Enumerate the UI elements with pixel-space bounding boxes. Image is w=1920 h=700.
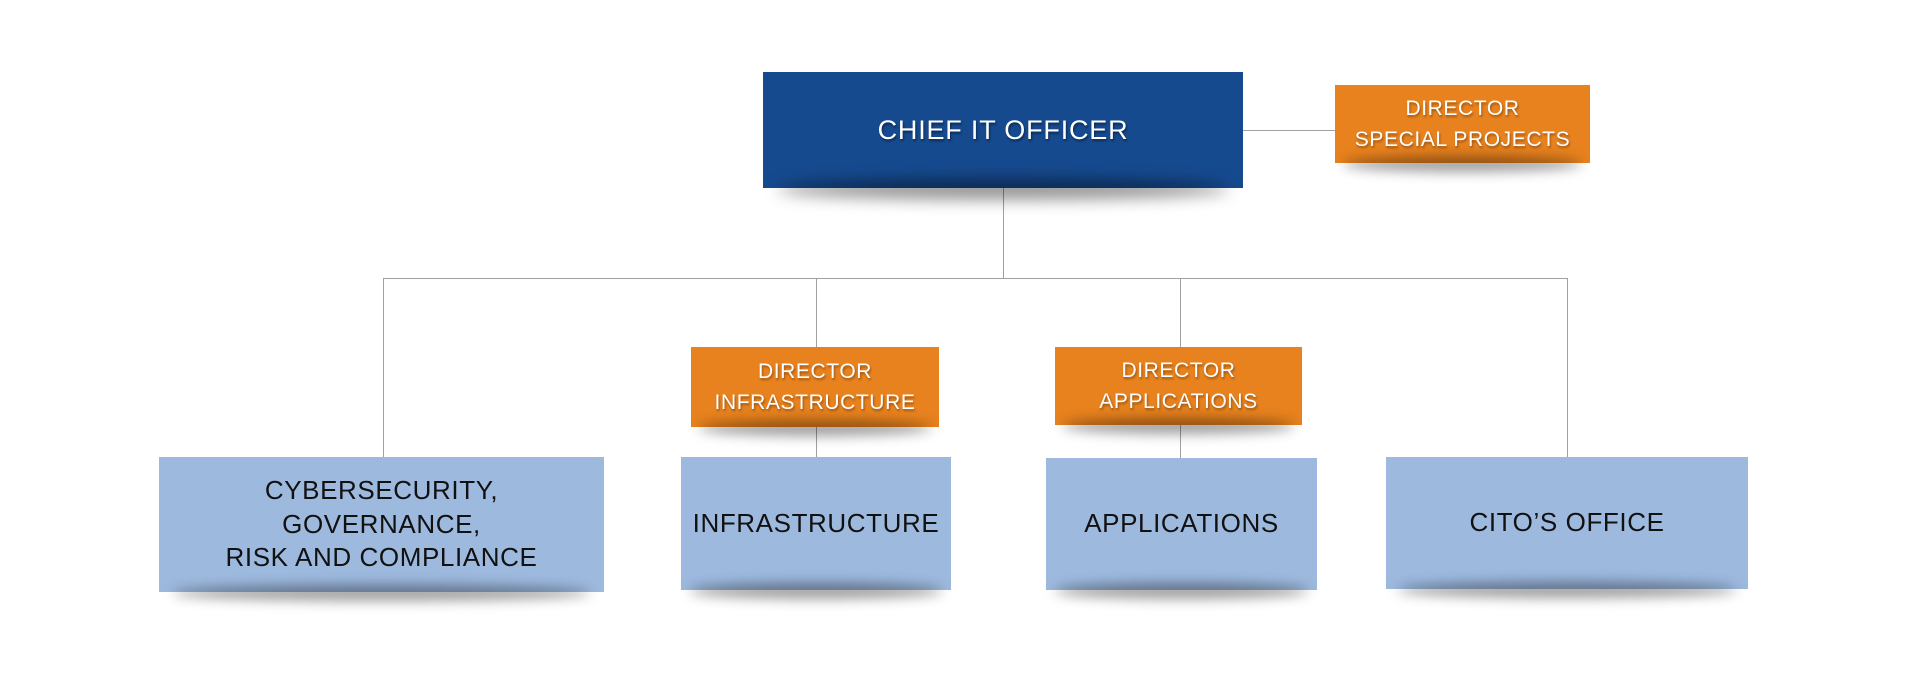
node-citos-office[interactable]: CITO’S OFFICE xyxy=(1386,457,1748,589)
node-applications[interactable]: APPLICATIONS xyxy=(1046,458,1317,590)
connector-horizontal-bar xyxy=(383,278,1568,279)
node-applications-label: APPLICATIONS xyxy=(1084,508,1279,539)
node-director-infrastructure[interactable]: DIRECTOR INFRASTRUCTURE xyxy=(691,347,939,427)
node-chief-it-officer[interactable]: CHIEF IT OFFICER xyxy=(763,72,1243,188)
node-citos-office-label: CITO’S OFFICE xyxy=(1469,507,1665,538)
node-infrastructure-label: INFRASTRUCTURE xyxy=(692,507,940,538)
node-director-applications-label: DIRECTOR APPLICATIONS xyxy=(1099,358,1258,414)
node-director-special-projects[interactable]: DIRECTOR SPECIAL PROJECTS xyxy=(1335,85,1590,163)
connector-drop-citos-office xyxy=(1567,278,1568,457)
connector-root-to-special-projects xyxy=(1243,130,1335,131)
node-infrastructure[interactable]: INFRASTRUCTURE xyxy=(681,457,951,590)
connector-root-drop xyxy=(1003,188,1004,278)
node-chief-it-officer-label: CHIEF IT OFFICER xyxy=(877,114,1129,145)
node-director-special-projects-label: DIRECTOR SPECIAL PROJECTS xyxy=(1354,96,1571,152)
node-cybersecurity-governance-risk-compliance[interactable]: CYBERSECURITY, GOVERNANCE, RISK AND COMP… xyxy=(159,457,604,592)
node-cybersecurity-label: CYBERSECURITY, GOVERNANCE, RISK AND COMP… xyxy=(225,474,538,573)
connector-drop-cybersecurity xyxy=(383,278,384,457)
node-director-infrastructure-label: DIRECTOR INFRASTRUCTURE xyxy=(714,359,916,415)
node-director-applications[interactable]: DIRECTOR APPLICATIONS xyxy=(1055,347,1302,425)
